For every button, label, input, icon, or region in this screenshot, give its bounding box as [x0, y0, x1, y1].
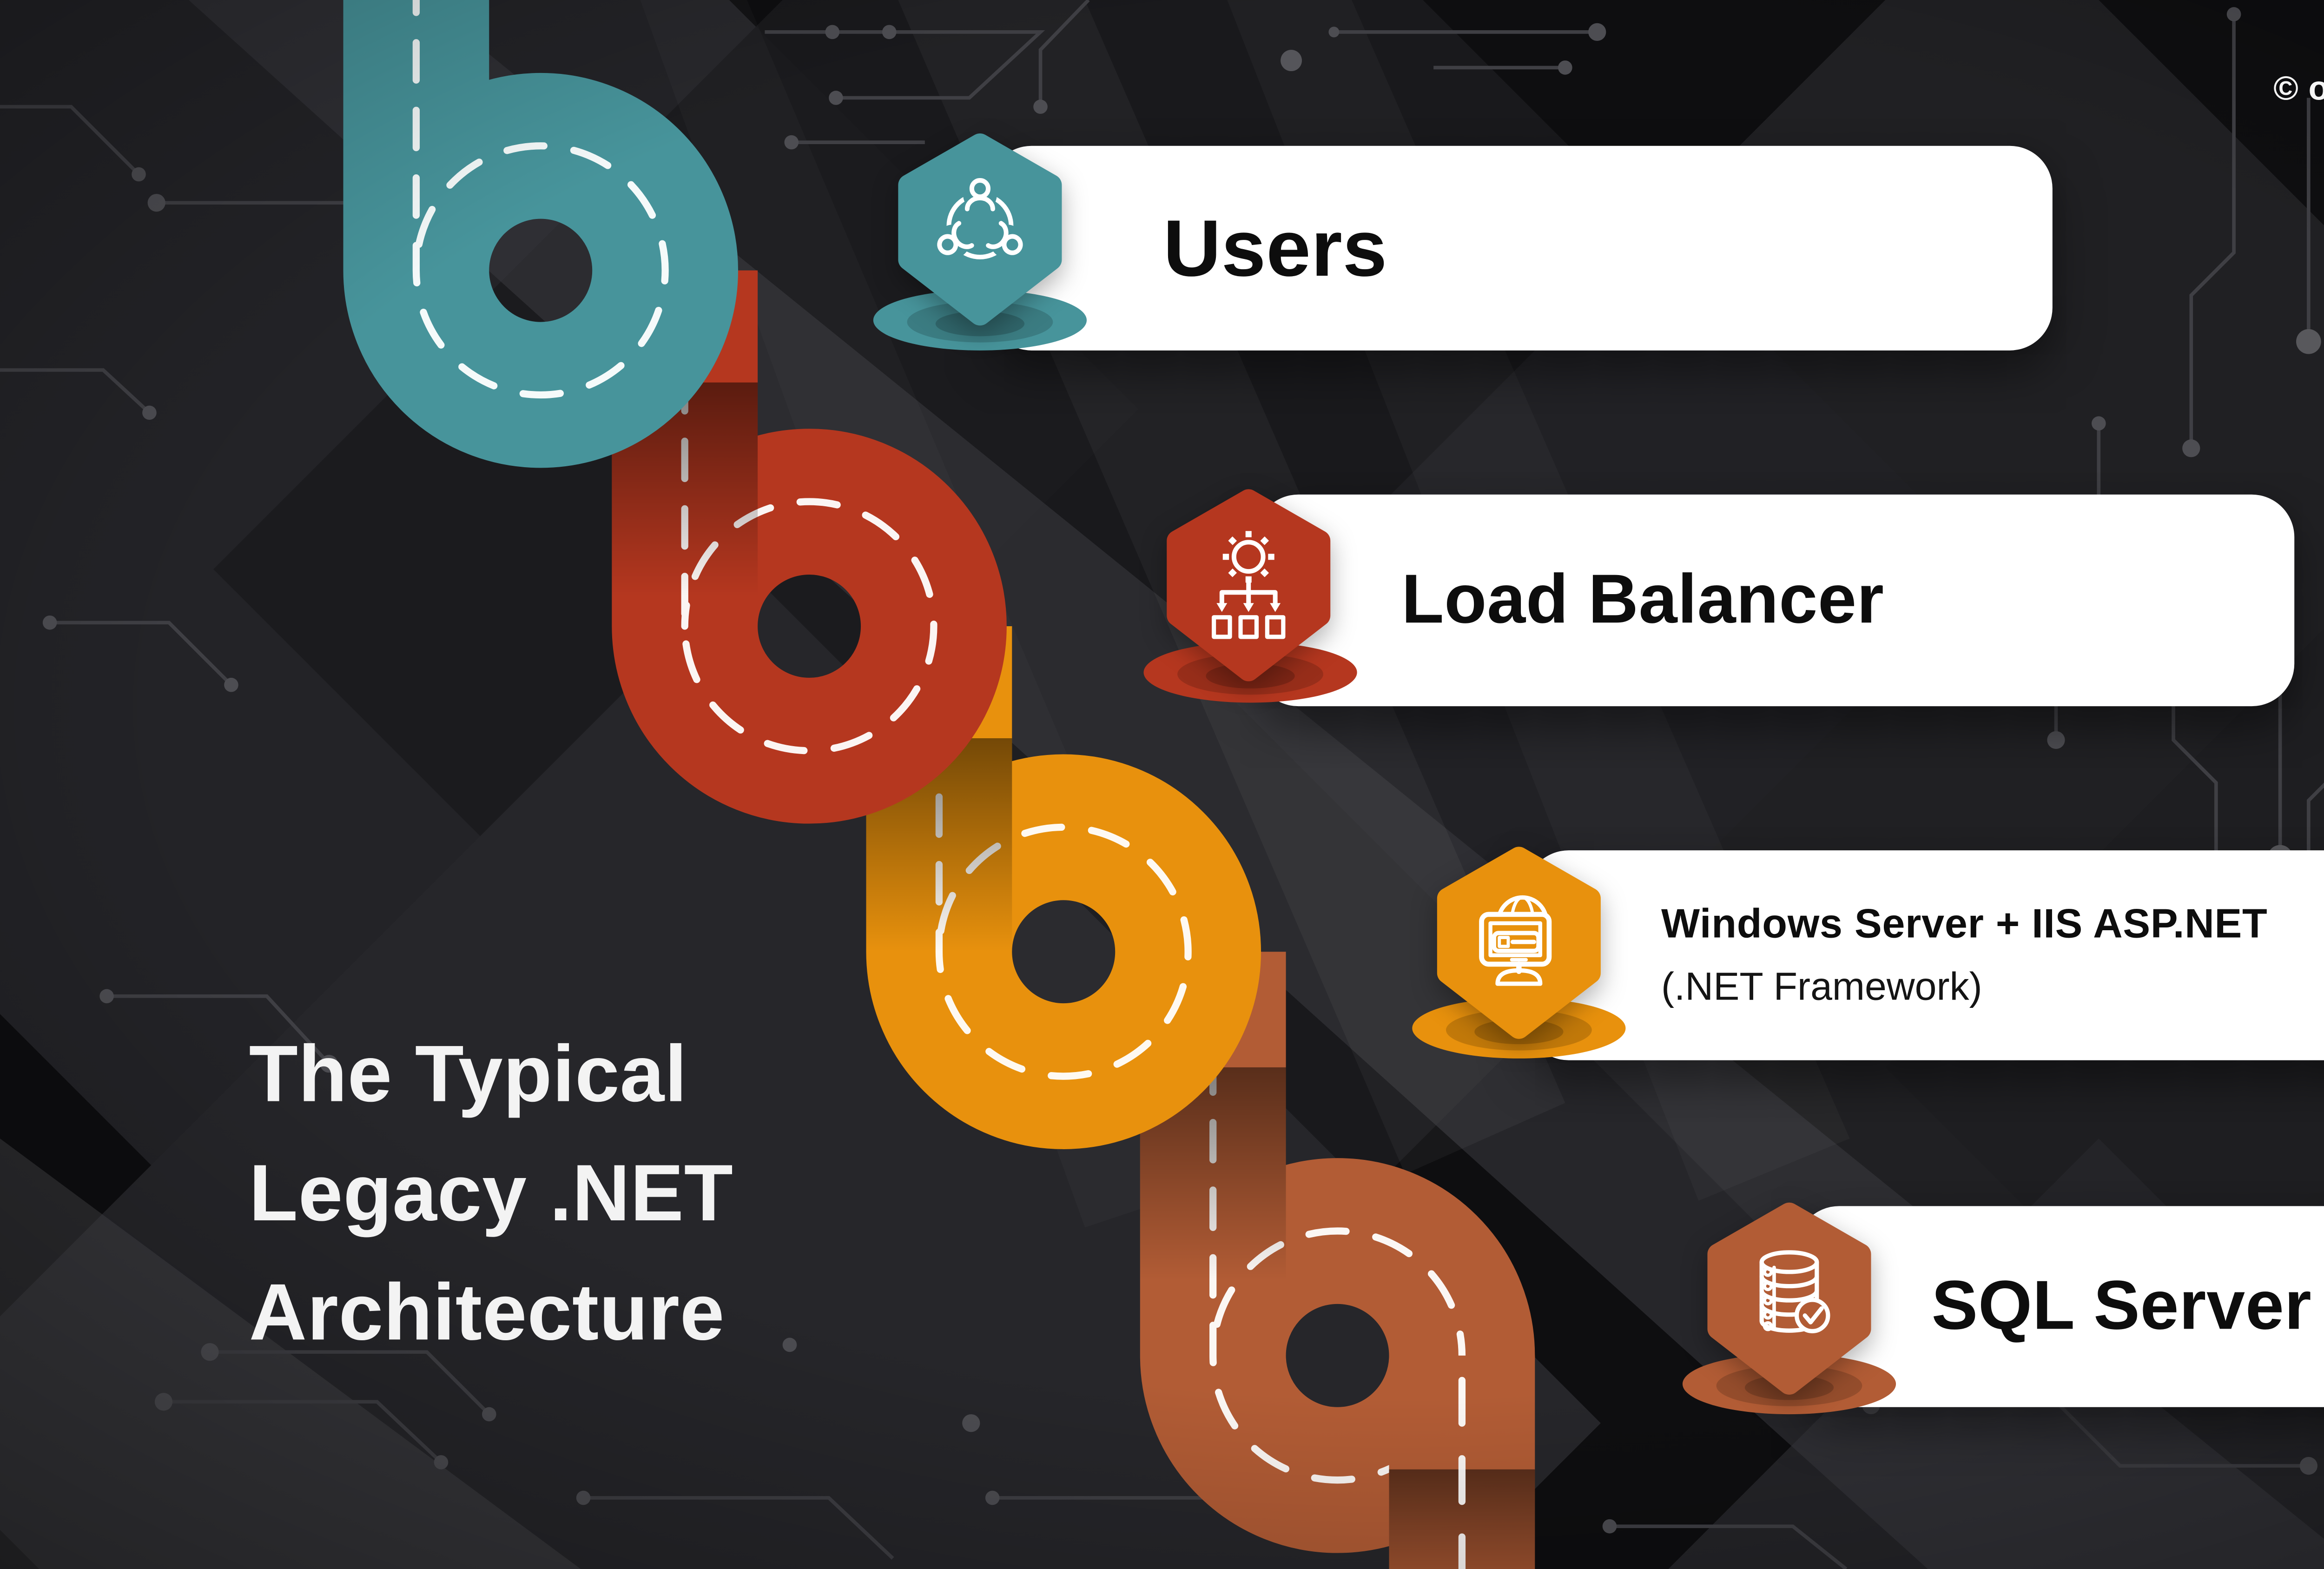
card-load-balancer: Load Balancer	[1255, 494, 2295, 707]
card-load-balancer-label: Load Balancer	[1401, 561, 1884, 638]
card-windows-server-sublabel: (.NET Framework)	[1661, 964, 1982, 1009]
card-users-label: Users	[1163, 202, 1388, 293]
page-title-line3: Architecture	[249, 1266, 725, 1357]
card-sql-server-label: SQL Server	[1931, 1267, 2312, 1344]
card-windows-server: Windows Server + IIS ASP.NET (.NET Frame…	[1526, 850, 2324, 1060]
card-sql-server: SQL Server	[1796, 1206, 2324, 1407]
page-title: The Typical Legacy .NET Architecture	[249, 1014, 733, 1371]
page-title-line2: Legacy .NET	[249, 1147, 733, 1238]
page-title-line1: The Typical	[249, 1028, 687, 1119]
card-windows-server-label: Windows Server + IIS ASP.NET	[1661, 900, 2268, 947]
card-users: Users	[989, 146, 2053, 351]
copyright-text: © opaltechsolutions.co.uk	[2273, 71, 2324, 109]
